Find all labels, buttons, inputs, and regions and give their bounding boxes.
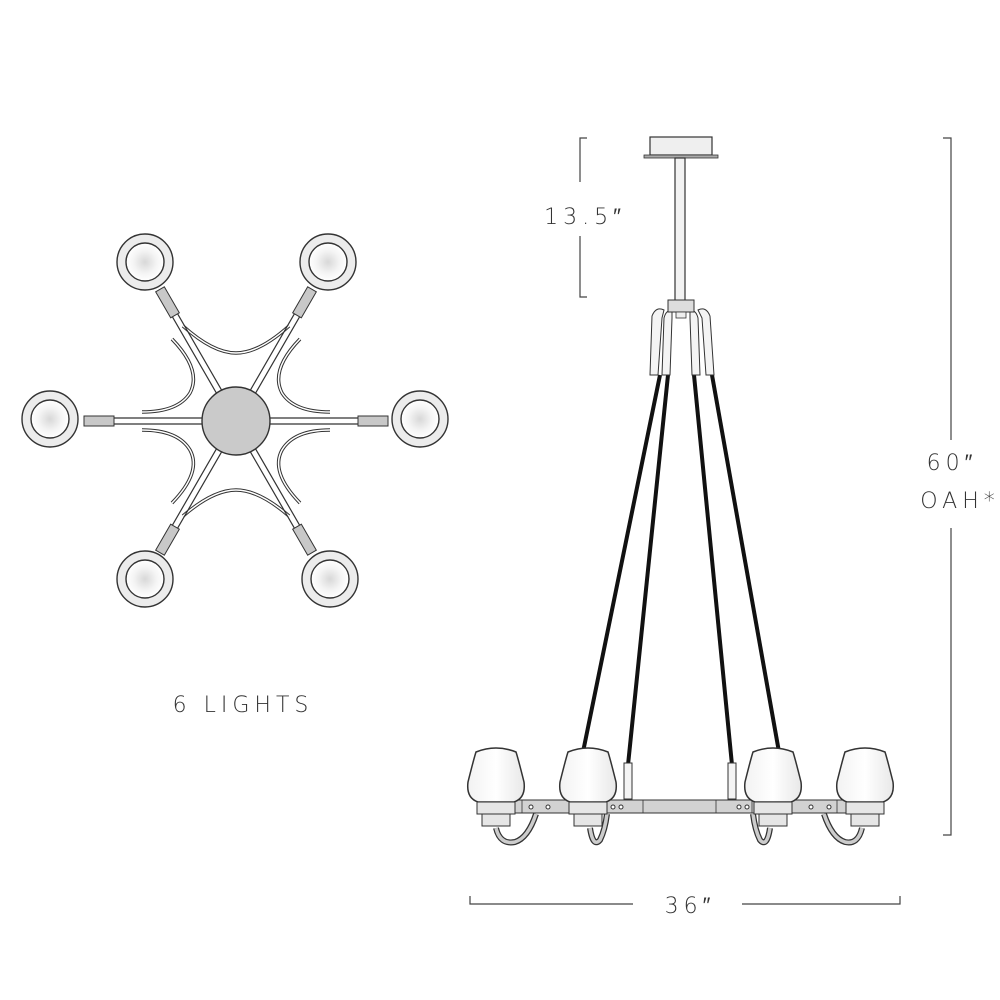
arm	[246, 286, 317, 399]
arm	[155, 286, 226, 399]
shade	[466, 747, 526, 827]
light-top-right	[299, 233, 357, 291]
cords	[581, 374, 781, 766]
hub	[667, 299, 695, 313]
dimension-label-oah: OAH*	[920, 489, 1000, 514]
arm	[155, 443, 226, 556]
stem-rod	[674, 157, 686, 303]
light-count-caption: 6 LIGHTS	[173, 693, 314, 718]
light-right	[391, 390, 449, 448]
cord-sleeves	[623, 308, 737, 800]
light-left	[21, 390, 79, 448]
dimension-width: 36″	[469, 894, 901, 919]
arm	[246, 443, 317, 556]
side-view	[466, 136, 895, 846]
light-top-left	[116, 233, 174, 291]
dimension-label-13-5: 13.5″	[544, 205, 626, 230]
canopy	[649, 136, 713, 156]
arm	[265, 415, 389, 427]
dimension-canopy-height: 13.5″	[544, 137, 626, 298]
top-view: 6 LIGHTS	[21, 233, 449, 718]
shade	[835, 747, 895, 827]
dimension-overall-height: 60″ OAH*	[920, 137, 1000, 836]
center-hub	[201, 386, 271, 456]
arm	[83, 415, 207, 427]
dimension-label-60: 60″	[927, 451, 978, 476]
light-bottom-left	[116, 550, 174, 608]
arm-hooks	[493, 813, 865, 846]
ring-bar	[499, 799, 861, 814]
light-bottom-right	[301, 550, 359, 608]
dimension-label-36: 36″	[665, 894, 716, 919]
